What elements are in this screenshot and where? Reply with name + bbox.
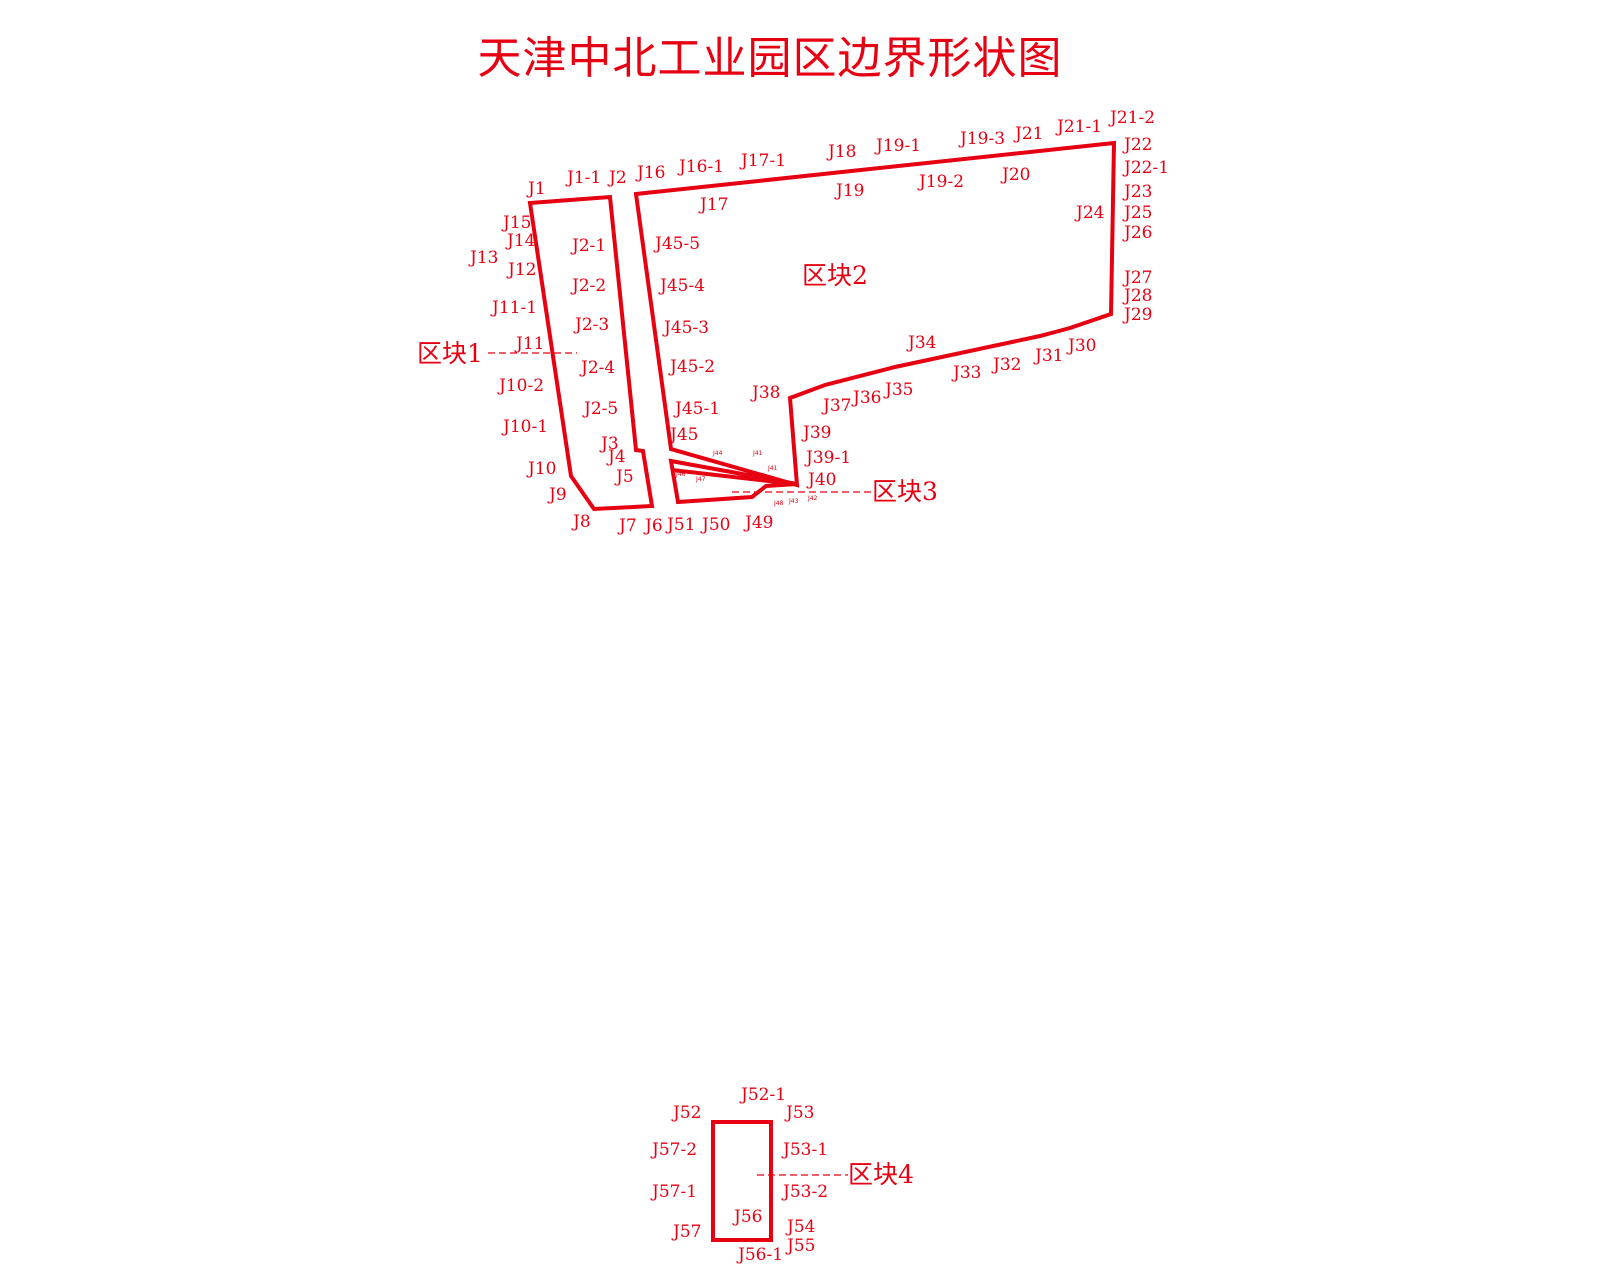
point-label: J8 — [571, 512, 591, 532]
tiny-point-label: J48 — [773, 500, 784, 507]
point-label: J52 — [671, 1103, 701, 1123]
point-label: J2 — [607, 168, 627, 188]
point-label: J5 — [614, 467, 634, 487]
point-label: J16 — [635, 163, 665, 183]
point-label: J53-2 — [781, 1182, 828, 1202]
tiny-point-label: J41 — [767, 465, 778, 472]
point-label: J40 — [806, 470, 836, 490]
point-label: J37 — [821, 396, 851, 416]
point-label: J10-2 — [497, 376, 544, 396]
point-label: J19-3 — [958, 129, 1005, 149]
block-3-label: 区块3 — [872, 477, 938, 506]
point-label: J50 — [700, 515, 730, 535]
point-label: J21 — [1013, 124, 1043, 144]
point-label: J1-1 — [565, 168, 601, 188]
point-label: J11 — [514, 334, 544, 354]
point-label: J53-1 — [781, 1140, 828, 1160]
point-label: J19 — [834, 181, 864, 201]
point-label: J45 — [668, 425, 698, 445]
block-2-boundary — [633, 140, 1117, 488]
point-label: J57 — [671, 1222, 701, 1242]
point-label: J28 — [1122, 286, 1152, 306]
point-label: J31 — [1033, 346, 1063, 366]
point-label: J10-1 — [501, 417, 548, 437]
point-label: J54 — [785, 1217, 815, 1237]
point-label: J27 — [1122, 268, 1152, 288]
map-title: 天津中北工业园区边界形状图 — [477, 33, 1063, 84]
point-label: J20 — [1000, 165, 1030, 185]
point-label: J6 — [643, 516, 663, 536]
point-label: J29 — [1122, 305, 1152, 325]
point-label: J22 — [1122, 135, 1152, 155]
point-label: J55 — [785, 1236, 815, 1256]
point-label: J11-1 — [490, 298, 537, 318]
block-4-boundary — [711, 1120, 773, 1242]
point-label: J45-3 — [662, 318, 709, 338]
point-label: J51 — [665, 515, 695, 535]
block-1-boundary — [527, 194, 655, 512]
point-label: J15 — [501, 213, 531, 233]
point-label: J32 — [991, 355, 1021, 375]
point-label: J45-2 — [668, 357, 715, 377]
point-label: J16-1 — [677, 157, 724, 177]
point-label: J30 — [1066, 336, 1096, 356]
point-label: J2-2 — [570, 276, 606, 296]
point-label: J22-1 — [1122, 158, 1169, 178]
point-label: J17-1 — [739, 151, 786, 171]
point-label: J36 — [851, 388, 881, 408]
point-label: J21-2 — [1108, 108, 1155, 128]
tiny-point-label: J42 — [807, 495, 818, 502]
tiny-point-label: J46 — [675, 471, 686, 478]
point-label: J1 — [526, 179, 546, 199]
point-label: J35 — [883, 380, 913, 400]
point-label: J33 — [951, 363, 981, 383]
point-label: J24 — [1074, 203, 1104, 223]
point-label: J52-1 — [739, 1085, 786, 1105]
tiny-point-label: J41 — [752, 450, 763, 457]
tiny-point-label: J43 — [788, 498, 799, 505]
point-label: J2-1 — [570, 236, 606, 256]
point-label: J25 — [1122, 203, 1152, 223]
point-label: J53 — [784, 1103, 814, 1123]
point-label: J57-1 — [650, 1182, 697, 1202]
tiny-point-label: J47 — [695, 476, 706, 483]
point-label: J34 — [906, 333, 936, 353]
point-label: J45-5 — [653, 234, 700, 254]
point-label: J23 — [1122, 182, 1152, 202]
point-label: J2-5 — [582, 399, 618, 419]
block-1-label: 区块1 — [417, 339, 483, 368]
point-label: J12 — [506, 260, 536, 280]
block-2-label: 区块2 — [802, 261, 868, 290]
point-label: J2-4 — [579, 358, 615, 378]
point-label: J56-1 — [736, 1245, 783, 1265]
point-label: J19-1 — [874, 136, 921, 156]
point-label: J10 — [526, 459, 556, 479]
point-label: J14 — [505, 231, 535, 251]
point-label: J45-1 — [673, 399, 720, 419]
point-label: J56 — [732, 1207, 762, 1227]
point-label: J7 — [617, 516, 637, 536]
block-4-label: 区块4 — [848, 1160, 914, 1189]
point-label: J19-2 — [917, 172, 964, 192]
point-label: J9 — [547, 485, 567, 505]
point-label: J18 — [826, 142, 856, 162]
point-label: J17 — [698, 195, 728, 215]
point-label: J49 — [743, 513, 773, 533]
point-label: J4 — [606, 447, 626, 467]
point-label: J2-3 — [573, 315, 609, 335]
point-label: J3 — [599, 434, 619, 454]
point-label: J57-2 — [650, 1140, 697, 1160]
point-label: J45-4 — [658, 276, 705, 296]
point-label: J39-1 — [804, 448, 851, 468]
block-3-inner-line — [671, 468, 787, 485]
point-label: J26 — [1122, 223, 1152, 243]
point-label: J21-1 — [1055, 117, 1102, 137]
tiny-point-label: J44 — [712, 450, 723, 457]
point-label: J13 — [468, 248, 498, 268]
point-label: J38 — [750, 383, 780, 403]
point-label: J39 — [801, 423, 831, 443]
